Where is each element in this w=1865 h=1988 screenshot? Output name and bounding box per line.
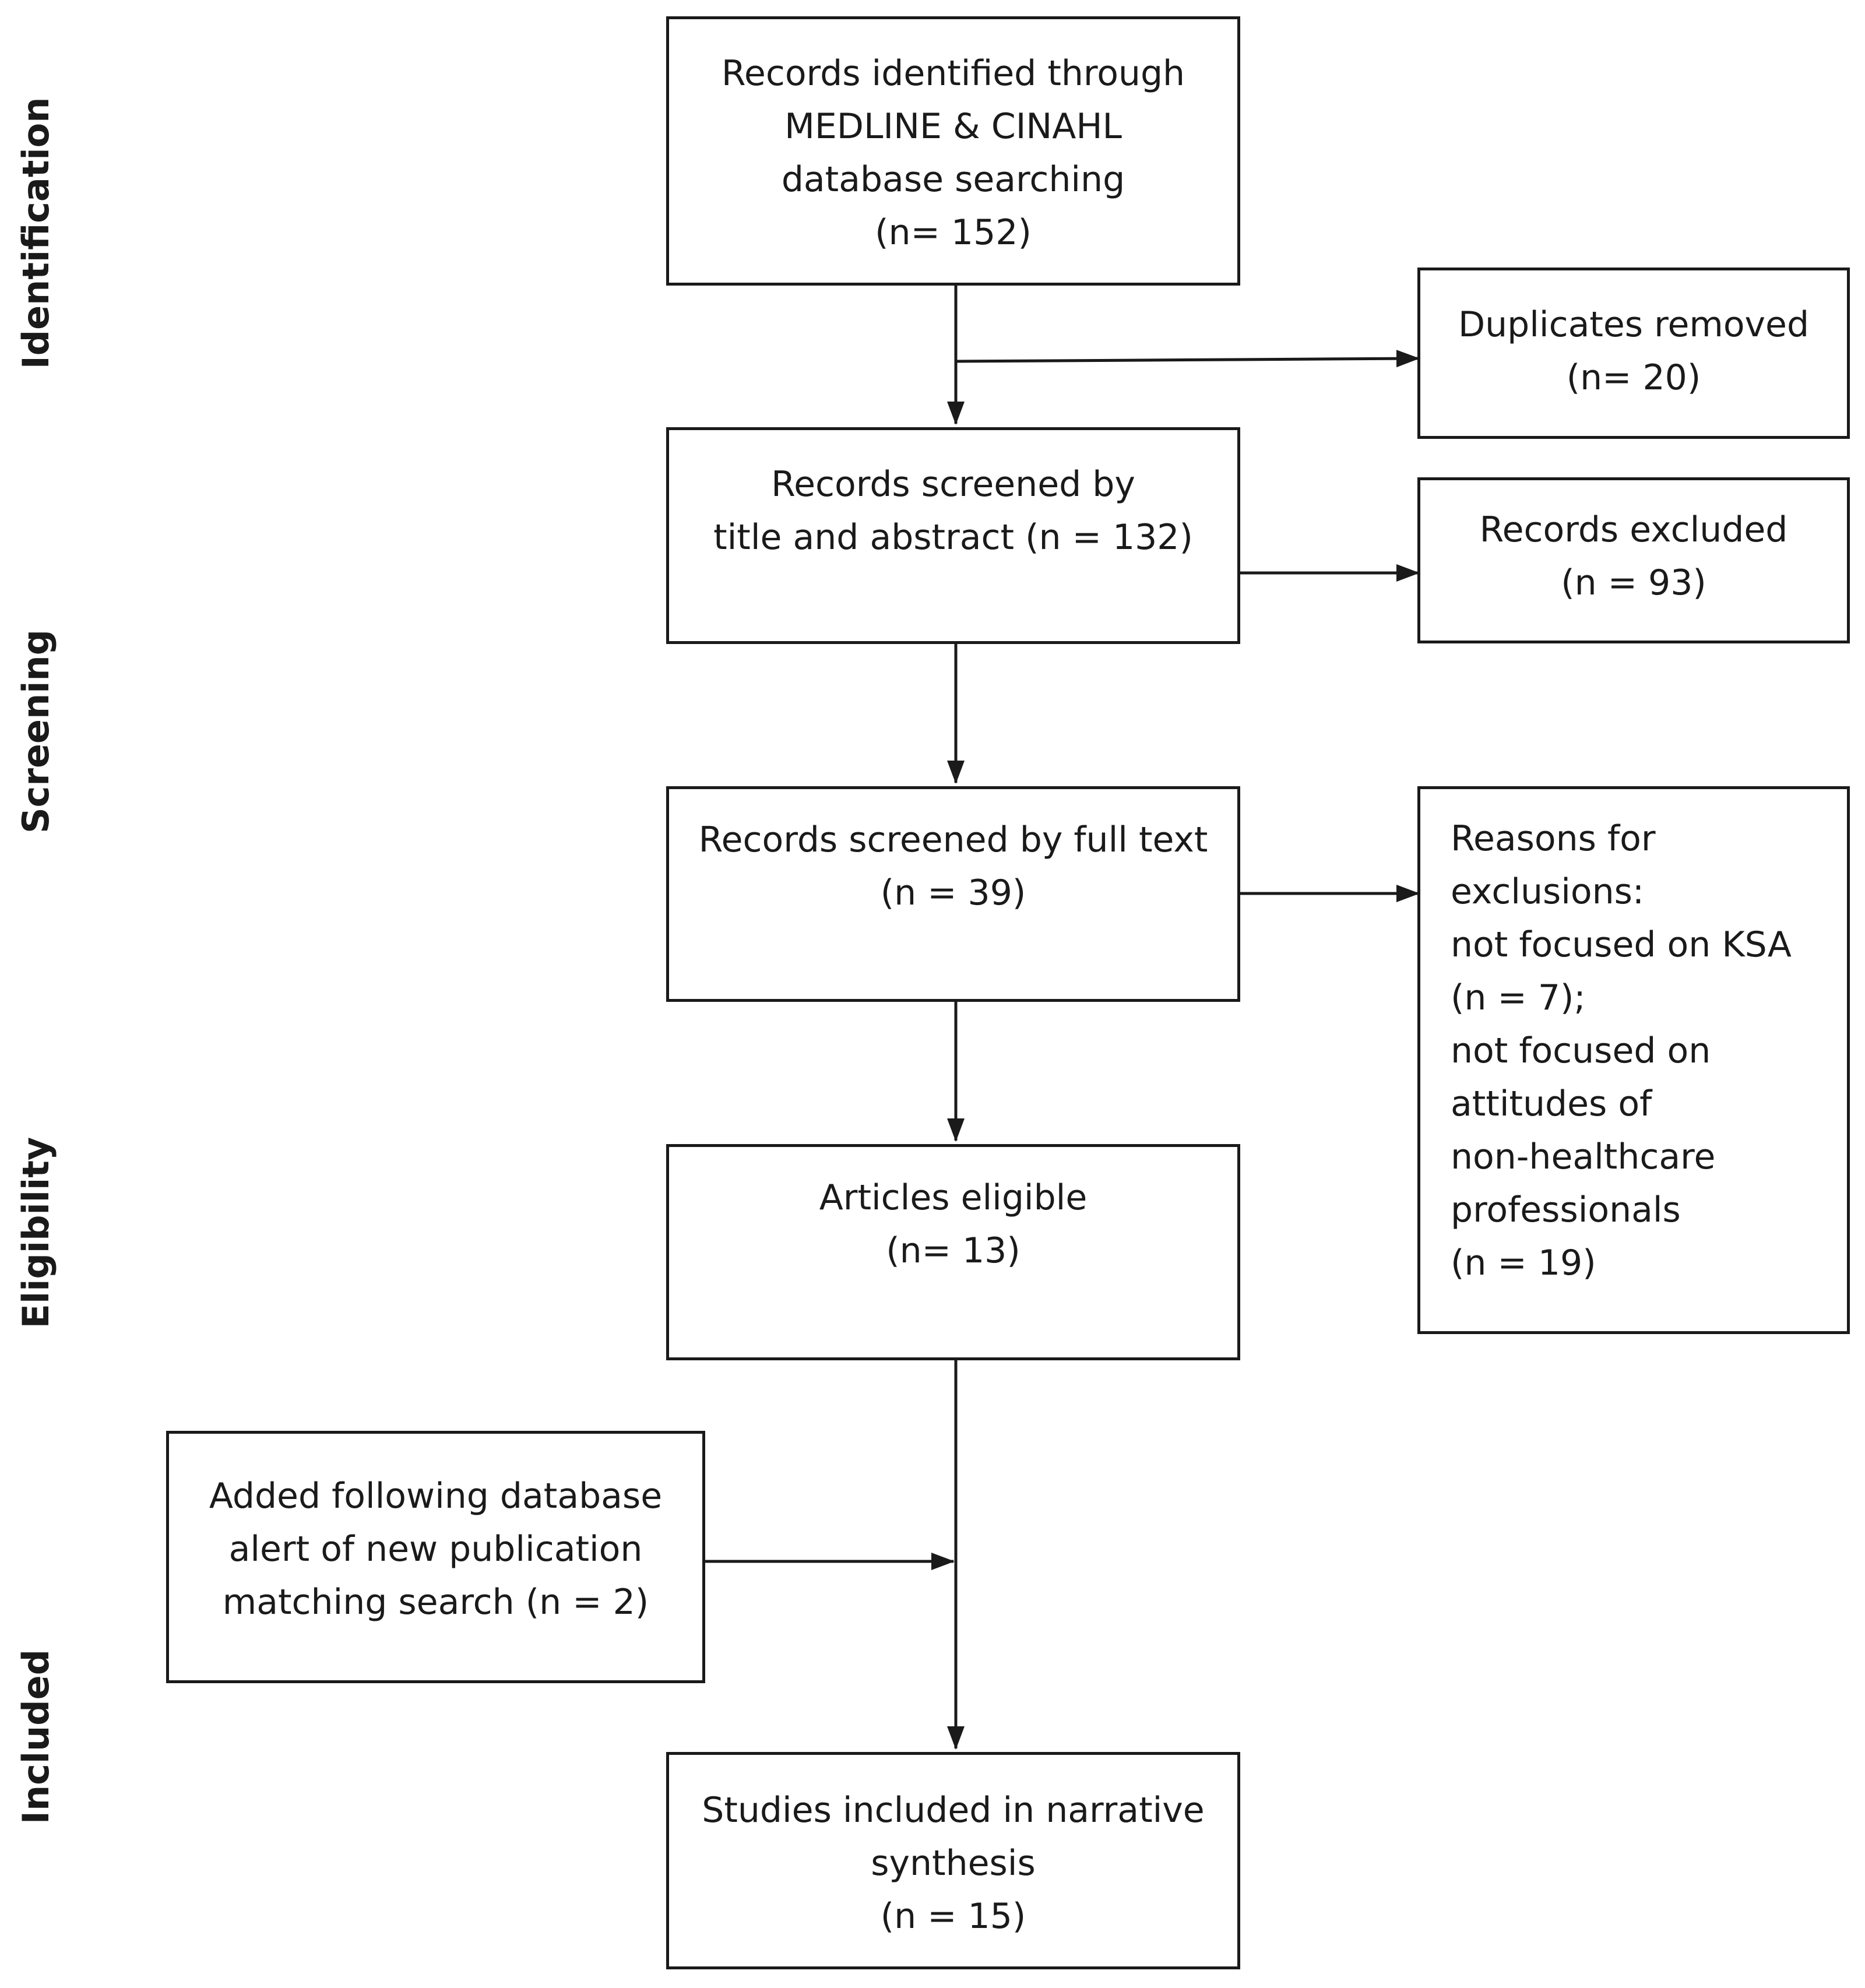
studies-included-box: Studies included in narrative synthesis (n… <box>666 1752 1240 1969</box>
box-text-line: Records identified through <box>721 53 1185 94</box>
articles-eligible-box: Articles eligible (n= 13) <box>666 1144 1240 1360</box>
full-text-screening-box: Records screened by full text (n = 39) <box>666 786 1240 1002</box>
phase-label-identification: Identification <box>15 97 57 370</box>
phase-label-included: Included <box>15 1649 57 1825</box>
box-text-line: matching search (n = 2) <box>222 1582 649 1623</box>
box-text-line: MEDLINE & CINAHL <box>784 106 1122 147</box>
phase-label-screening: Screening <box>15 629 57 833</box>
box-text-line: Records screened by <box>771 464 1135 505</box>
box-text-line: (n= 20) <box>1566 357 1701 398</box>
box-text-line: Records screened by full text <box>698 819 1208 860</box>
box-text-line: attitudes of <box>1451 1083 1652 1124</box>
box-text-line: Articles eligible <box>819 1177 1088 1218</box>
box-text-line: alert of new publication <box>228 1529 643 1570</box>
phase-label-eligibility: Eligibility <box>15 1136 57 1329</box>
arrow-to-duplicates <box>955 350 1420 368</box>
box-text-line: (n = 93) <box>1561 562 1706 603</box>
box-text-line: synthesis <box>871 1843 1036 1884</box>
box-text-line: Studies included in narrative <box>702 1790 1205 1831</box>
box-text-line: (n = 7); <box>1451 977 1586 1018</box>
exclusion-reasons-box: Reasons for exclusions: not focused on KSA… <box>1417 786 1850 1334</box>
box-text-line: database searching <box>781 159 1125 200</box>
box-text-line: (n= 152) <box>875 212 1032 253</box>
box-text-line: (n = 39) <box>880 872 1026 913</box>
box-text-line: exclusions: <box>1451 871 1645 912</box>
title-abstract-screening-box: Records screened by title and abstract (n… <box>666 427 1240 644</box>
added-publication-box: Added following database alert of new pub… <box>166 1431 705 1683</box>
box-text-line: Records excluded <box>1479 509 1788 550</box>
box-text-line: Added following database <box>209 1476 663 1516</box>
duplicates-removed-box: Duplicates removed (n= 20) <box>1417 268 1850 439</box>
box-text-line: (n = 19) <box>1451 1243 1596 1283</box>
records-excluded-box: Records excluded (n = 93) <box>1417 477 1850 643</box>
box-text-line: (n= 13) <box>886 1230 1021 1271</box>
box-text-line: Duplicates removed <box>1458 304 1810 345</box>
box-text-line: not focused on <box>1451 1030 1711 1071</box>
box-text-line: title and abstract (n = 132) <box>713 517 1193 558</box>
box-text-line: not focused on KSA <box>1451 924 1792 965</box>
box-text-line: (n = 15) <box>880 1896 1026 1937</box>
box-text-line: Reasons for <box>1451 818 1656 859</box>
box-text-line: professionals <box>1451 1190 1681 1230</box>
box-text-line: non-healthcare <box>1451 1136 1716 1177</box>
